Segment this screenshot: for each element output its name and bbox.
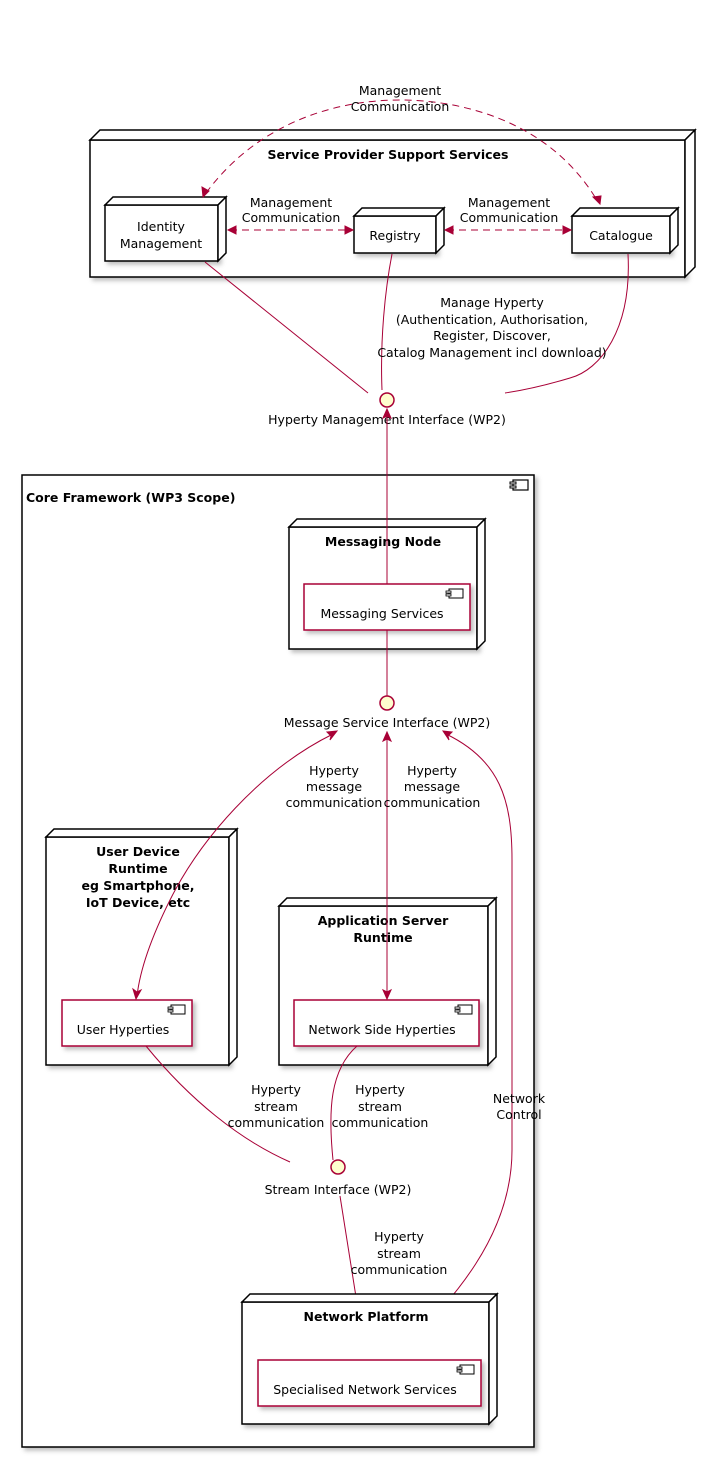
edge-label: Catalog Management incl download) [377,345,606,360]
group-title: eg Smartphone, [82,878,195,893]
edge-label: Management [468,195,550,210]
node-catalogue: Catalogue [570,206,680,255]
edge-network-side-to-stream: Hyperty stream communication [330,1045,429,1161]
node-label: Management [120,236,202,251]
interface-label: Stream Interface (WP2) [265,1182,412,1197]
node-registry: Registry [352,206,446,255]
node-label: Identity [137,219,186,234]
edge-label: stream [358,1099,402,1114]
group-title: Network Platform [304,1309,429,1324]
edge-label: message [306,779,362,794]
edge-label: Hyperty [251,1082,301,1097]
edge-label: Communication [351,99,450,114]
component-label: User Hyperties [77,1022,170,1037]
edge-msi-specialised-network: Network Control [391,730,546,1362]
component-specialised-network-services: Specialised Network Services [257,1359,482,1407]
component-label: Network Side Hyperties [308,1022,455,1037]
component-messaging-services: Messaging Services [303,583,471,631]
group-title: User Device [96,844,180,859]
component-label: Specialised Network Services [273,1382,457,1397]
component-icon [509,479,529,491]
edge-mgmt-right: Management Communication [443,195,573,235]
edge-label: (Authentication, Authorisation, [396,312,588,327]
edge-label: stream [377,1246,421,1261]
edge-label: Hyperty [374,1229,424,1244]
edge-label: Hyperty [309,763,359,778]
edge-label: communication [384,795,481,810]
edge-label: stream [254,1099,298,1114]
edge-label: Network [493,1091,546,1106]
interface-message-service: Message Service Interface (WP2) [284,695,490,730]
edge-label: Hyperty [407,763,457,778]
edge-msi-user-hyperties: Hyperty message communication [132,730,383,1001]
edge-label: Control [496,1107,541,1122]
edge-label: communication [228,1115,325,1130]
group-title: Runtime [353,930,412,945]
group-title: Core Framework (WP3 Scope) [26,490,235,505]
edge-label: Management [250,195,332,210]
component-label: Messaging Services [320,606,443,621]
edge-label: Register, Discover, [433,328,551,343]
group-title: Application Server [318,913,449,928]
edge-user-hyperties-to-stream: Hyperty stream communication [145,1045,325,1163]
edge-label: Manage Hyperty [440,295,544,310]
edge-mgmt-left: Management Communication [226,195,355,235]
node-identity-management: Identity Management [103,195,228,263]
edge-label: Hyperty [355,1082,405,1097]
group-title: Service Provider Support Services [268,147,509,162]
edge-label: communication [351,1262,448,1277]
edge-label: Communication [460,210,559,225]
group-title: Runtime [108,861,167,876]
edge-label: message [404,779,460,794]
edge-stream-to-specialised: Hyperty stream communication [339,1195,448,1361]
edge-catalogue-to-hmi: Manage Hyperty (Authentication, Authoris… [377,253,629,394]
node-label: Registry [369,228,421,243]
node-label: Catalogue [589,228,653,243]
edge-label: Management [359,83,441,98]
edge-label: Communication [242,210,341,225]
edge-identity-to-hmi [204,261,369,394]
edge-label: communication [286,795,383,810]
interface-stream: Stream Interface (WP2) [265,1159,412,1197]
group-title: IoT Device, etc [86,895,190,910]
edge-label: communication [332,1115,429,1130]
edge-msi-network-side-hyperties: Hyperty message communication [381,730,481,1001]
edge-mgmt-top: Management Communication [201,83,602,206]
component-user-hyperties: User Hyperties [61,999,193,1047]
interface-label: Message Service Interface (WP2) [284,715,490,730]
component-network-side-hyperties: Network Side Hyperties [293,999,480,1047]
group-title: Messaging Node [325,534,441,549]
edge-registry-to-hmi [381,253,393,391]
edge-messaging-to-hmi [381,407,393,584]
